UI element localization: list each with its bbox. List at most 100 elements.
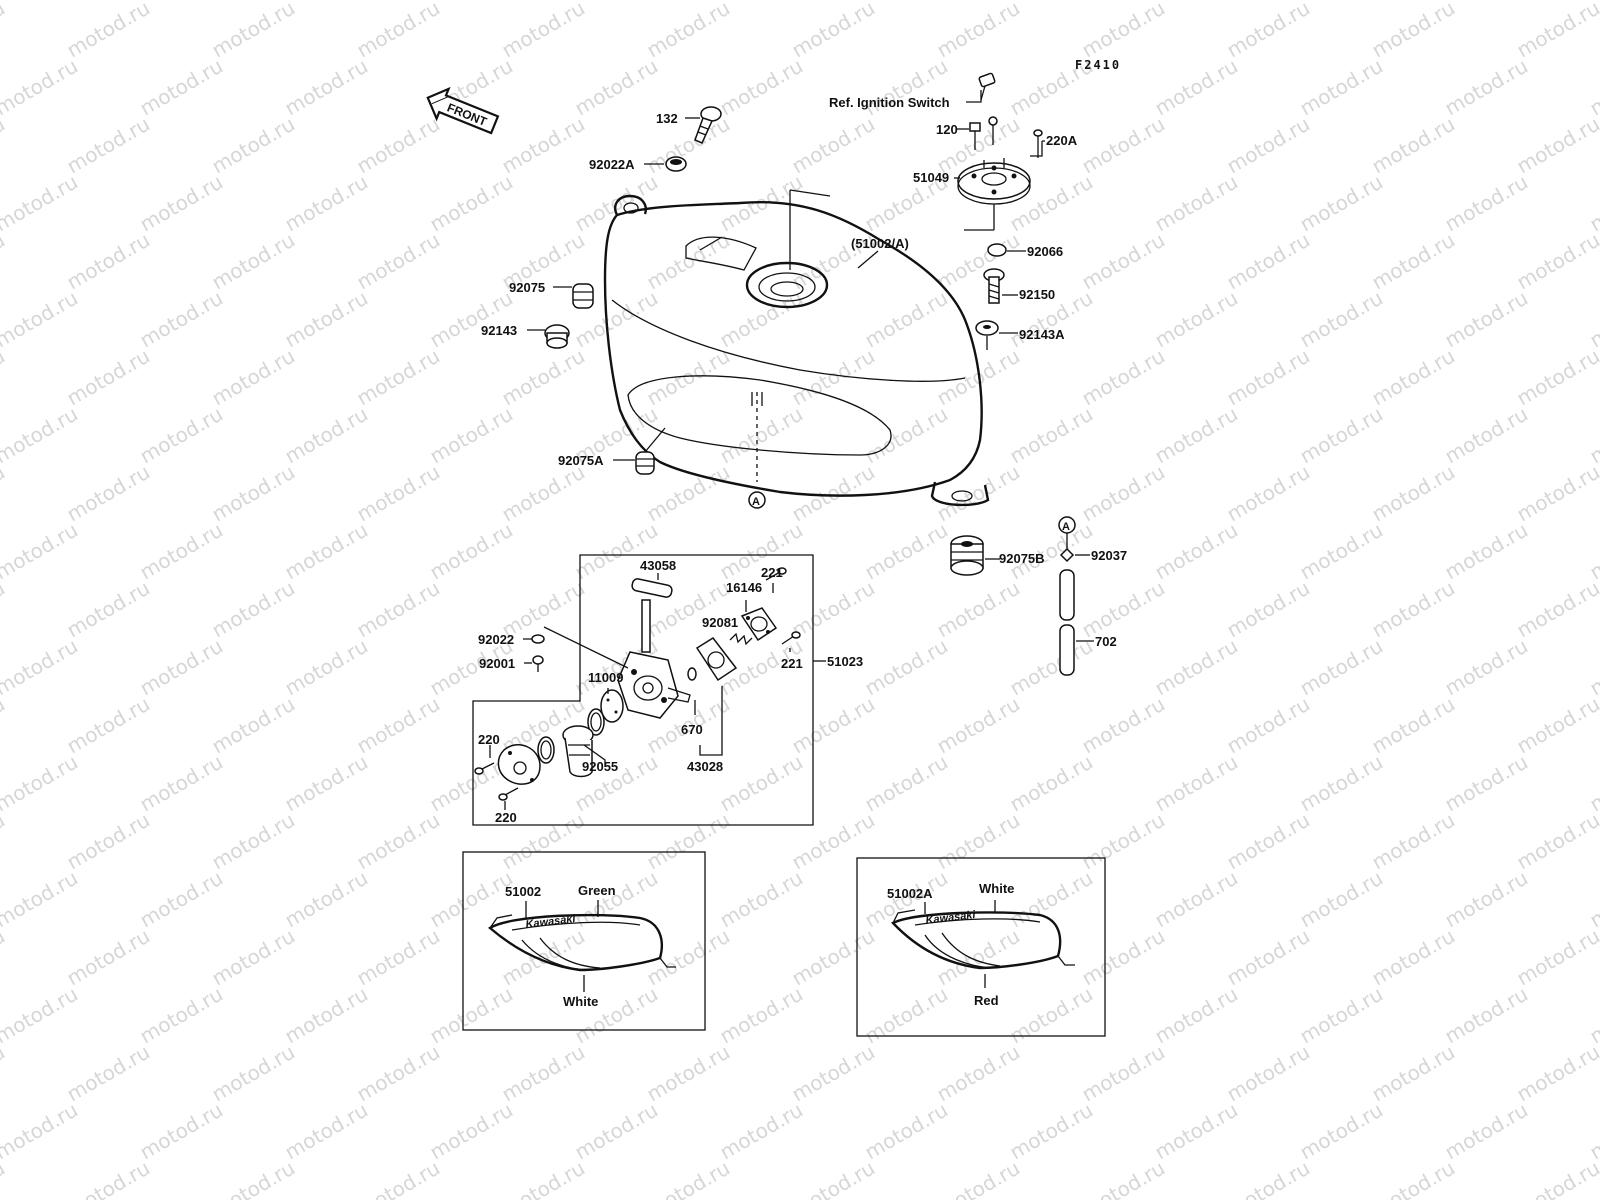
watermark-text: motod.ru [136, 286, 227, 353]
watermark-text: motod.ru [1296, 866, 1387, 933]
watermark-text: motod.ru [1368, 460, 1459, 527]
watermark-text: motod.ru [1296, 54, 1387, 121]
watermark-text: motod.ru [571, 54, 662, 121]
label-92001: 92001 [479, 656, 515, 671]
watermark-text: motod.ru [498, 344, 589, 411]
ref-marker-a-tank: A [748, 491, 766, 509]
watermark-text: motod.ru [281, 634, 372, 701]
watermark-text: motod.ru [1151, 982, 1242, 1049]
watermark-text: motod.ru [0, 1156, 9, 1200]
watermark-text: motod.ru [353, 1040, 444, 1107]
watermark-text: motod.ru [0, 1040, 9, 1107]
watermark-text: motod.ru [1441, 634, 1532, 701]
label-white-right: White [979, 881, 1014, 896]
watermark-text: motod.ru [0, 750, 82, 817]
watermark-text: motod.ru [136, 982, 227, 1049]
watermark-text: motod.ru [788, 692, 879, 759]
watermark-text: motod.ru [788, 576, 879, 643]
watermark-text: motod.ru [1296, 982, 1387, 1049]
ref-marker-a-right: A [1058, 516, 1076, 534]
svg-text:A: A [752, 496, 760, 508]
label-51002: 51002 [505, 884, 541, 899]
watermark-text: motod.ru [1441, 170, 1532, 237]
watermark-text: motod.ru [1586, 750, 1600, 817]
watermark-text: motod.ru [1078, 1040, 1169, 1107]
watermark-text: motod.ru [353, 692, 444, 759]
watermark-text: motod.ru [788, 344, 879, 411]
watermark-text: motod.ru [1006, 0, 1097, 4]
pin-near-120 [988, 116, 998, 145]
watermark-text: motod.ru [426, 982, 517, 1049]
watermark-text: motod.ru [933, 0, 1024, 62]
variant-right-panel: Kawasaki 51002A White Red [856, 857, 1106, 1037]
watermark-text: motod.ru [208, 1156, 299, 1200]
watermark-text: motod.ru [1586, 518, 1600, 585]
gasket-11009 [600, 689, 624, 723]
watermark-text: motod.ru [788, 808, 879, 875]
watermark-text: motod.ru [716, 1098, 807, 1165]
watermark-text: motod.ru [1151, 1098, 1242, 1165]
watermark-text: motod.ru [353, 0, 444, 62]
watermark-text: motod.ru [1513, 576, 1600, 643]
watermark-text: motod.ru [571, 518, 662, 585]
watermark-text: motod.ru [281, 518, 372, 585]
watermark-text: motod.ru [208, 692, 299, 759]
watermark-text: motod.ru [1586, 54, 1600, 121]
watermark-text: motod.ru [1223, 1040, 1314, 1107]
watermark-text: motod.ru [63, 460, 154, 527]
watermark-text: motod.ru [0, 924, 9, 991]
watermark-text: motod.ru [1078, 112, 1169, 179]
watermark-text: motod.ru [1441, 518, 1532, 585]
watermark-text: motod.ru [571, 0, 662, 4]
watermark-text: motod.ru [716, 982, 807, 1049]
watermark-text: motod.ru [643, 808, 734, 875]
watermark-text: motod.ru [1586, 1098, 1600, 1165]
watermark-text: motod.ru [0, 402, 82, 469]
watermark-text: motod.ru [426, 0, 517, 4]
screw-220a [1033, 129, 1043, 158]
watermark-text: motod.ru [281, 0, 372, 4]
label-red: Red [974, 993, 999, 1008]
label-92075a: 92075A [558, 453, 604, 468]
watermark-text: motod.ru [0, 808, 9, 875]
label-92143: 92143 [481, 323, 517, 338]
label-220a: 220A [1046, 133, 1078, 148]
watermark-text: motod.ru [643, 1156, 734, 1200]
watermark-text: motod.ru [1296, 1098, 1387, 1165]
watermark-text: motod.ru [63, 0, 154, 62]
label-221-right: 221 [781, 656, 803, 671]
watermark-text: motod.ru [1441, 982, 1532, 1049]
watermark-text: motod.ru [136, 402, 227, 469]
label-51002a: 51002A [887, 886, 933, 901]
watermark-text: motod.ru [1441, 402, 1532, 469]
watermark-text: motod.ru [136, 170, 227, 237]
watermark-text: motod.ru [281, 54, 372, 121]
label-43028: 43028 [687, 759, 723, 774]
hose-702 [1059, 569, 1075, 676]
watermark-text: motod.ru [1151, 866, 1242, 933]
watermark-text: motod.ru [498, 460, 589, 527]
label-green: Green [578, 883, 616, 898]
watermark-text: motod.ru [0, 1098, 82, 1165]
watermark-text: motod.ru [933, 576, 1024, 643]
watermark-text: motod.ru [933, 460, 1024, 527]
label-92081: 92081 [702, 615, 738, 630]
watermark-text: motod.ru [281, 402, 372, 469]
watermark-text: motod.ru [933, 808, 1024, 875]
watermark-text: motod.ru [1078, 0, 1169, 62]
watermark-text: motod.ru [1441, 1098, 1532, 1165]
watermark-text: motod.ru [861, 750, 952, 817]
watermark-text: motod.ru [1151, 54, 1242, 121]
label-132: 132 [656, 111, 678, 126]
watermark-text: motod.ru [0, 460, 9, 527]
label-92022: 92022 [478, 632, 514, 647]
watermark-text: motod.ru [1441, 750, 1532, 817]
watermark-text: motod.ru [0, 170, 82, 237]
label-221-top: 221 [761, 565, 783, 580]
watermark-text: motod.ru [1006, 750, 1097, 817]
label-670: 670 [681, 722, 703, 737]
watermark-text: motod.ru [1006, 634, 1097, 701]
spring-92081 [729, 632, 753, 646]
watermark-text: motod.ru [1296, 402, 1387, 469]
watermark-text: motod.ru [208, 576, 299, 643]
